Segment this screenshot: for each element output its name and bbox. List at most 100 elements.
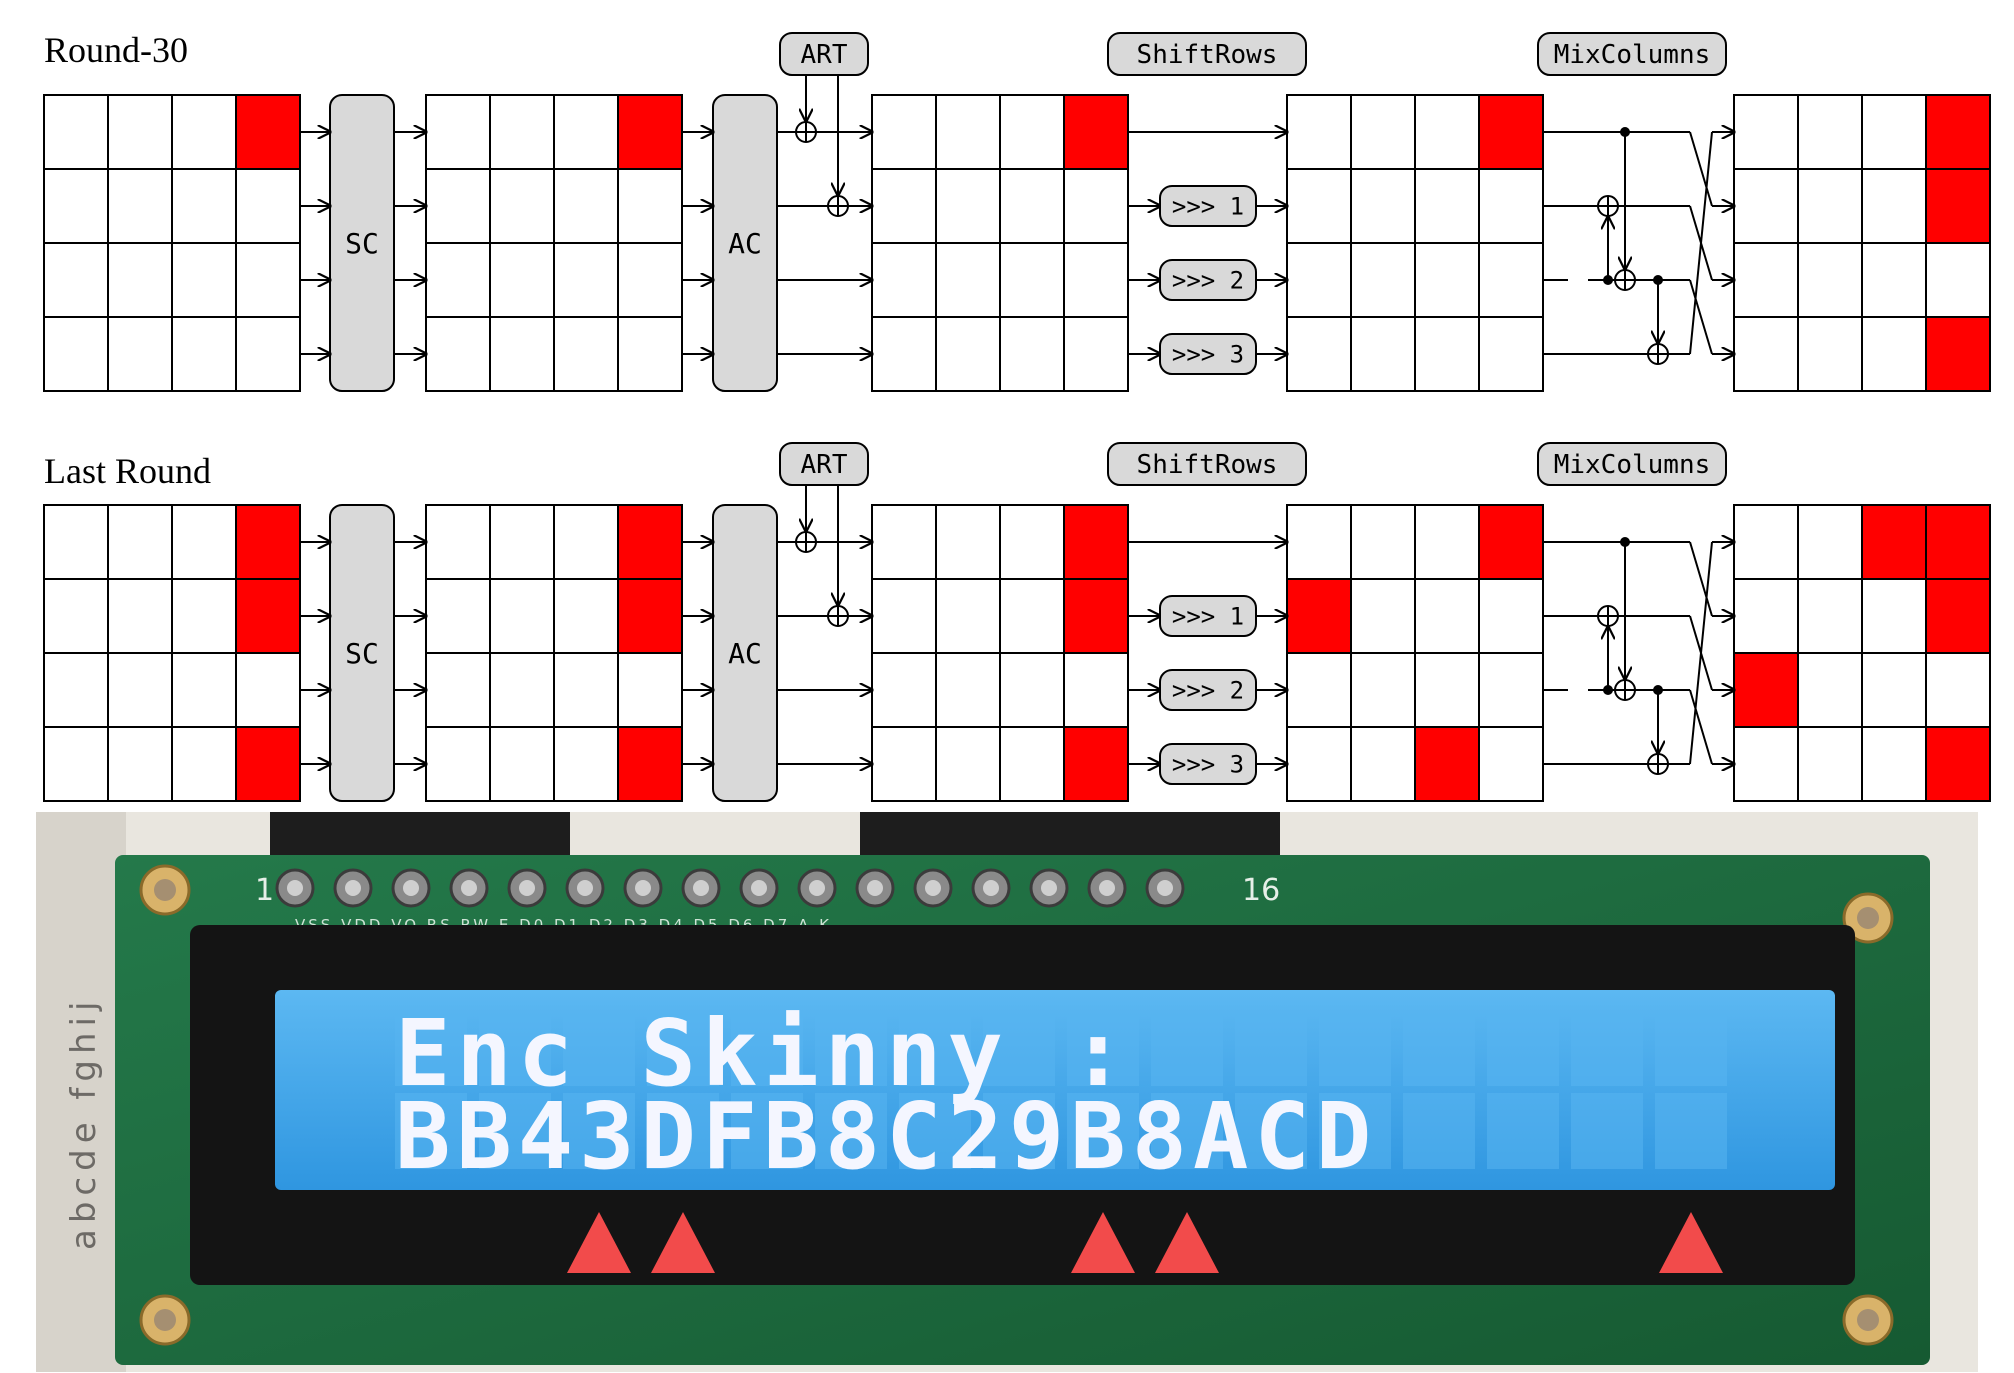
lcd-cell [1655,1093,1727,1169]
state-cell [1797,242,1863,318]
state-cell [43,316,109,392]
state-cell [1733,94,1799,170]
lcd-cell [1235,1093,1307,1169]
state-cell [1286,504,1352,580]
state-cell [1414,652,1480,728]
state-cell [935,652,1001,728]
state-cell [43,726,109,802]
lcd-cell [1067,1093,1139,1169]
state-cell [171,168,237,244]
state-cell [1861,578,1927,654]
state-cell-active [1286,578,1352,654]
state-cell [1350,726,1416,802]
shiftrows-box [1107,442,1307,486]
lcd-cell [731,1093,803,1169]
state-cell [1478,168,1544,244]
state-cell [107,168,173,244]
state-cell [553,316,619,392]
lcd-photo: abcde fghij 1 16 VSS VDD VO RS RW E D0 D… [36,812,1978,1372]
lcd-cell [1571,1093,1643,1169]
state-cell-active [1478,94,1544,170]
state-cell [1286,652,1352,728]
header-pin-solder [635,880,651,896]
state-cell [1861,726,1927,802]
state-cell [999,504,1065,580]
state-cell [1414,316,1480,392]
lcd-cell [479,1093,551,1169]
rotate-box-label: >>> 1 [1172,192,1244,220]
state-cell [489,316,555,392]
state-cell [107,316,173,392]
state-cell [235,168,301,244]
state-cell [235,652,301,728]
state-cell [1063,316,1129,392]
state-cell [935,316,1001,392]
state-cell [999,316,1065,392]
state-cell [425,168,491,244]
state-cell [425,652,491,728]
rotate-box-label: >>> 1 [1172,602,1244,630]
state-cell [1797,168,1863,244]
state-cell [1414,504,1480,580]
highlight-marker [1071,1212,1135,1273]
state-cell-active [1063,504,1129,580]
rotate-box-label: >>> 3 [1172,340,1244,368]
lcd-cell [479,1010,551,1086]
wire [1689,689,1713,765]
lcd-cell [983,1093,1055,1169]
lcd-cell [563,1093,635,1169]
state-cell-active [1925,168,1991,244]
state-cell [999,242,1065,318]
state-cell [553,504,619,580]
state-cell [1063,652,1129,728]
art-box [779,32,869,76]
state-cell-active [1861,504,1927,580]
state-cell [871,168,937,244]
header-pin-solder [1157,880,1173,896]
state-cell [107,504,173,580]
rotate-box-label: >>> 2 [1172,676,1244,704]
state-cell [1797,94,1863,170]
state-cell-active [1063,578,1129,654]
state-cell [1861,242,1927,318]
mixcolumns-box-label: MixColumns [1554,450,1711,480]
state-cell [1925,242,1991,318]
shiftrows-box-label: ShiftRows [1137,450,1278,480]
state-cell [1733,504,1799,580]
lcd-cell [1487,1093,1559,1169]
state-cell [1350,652,1416,728]
state-cell [1733,726,1799,802]
state-cell [1861,94,1927,170]
mixcolumns-box [1537,32,1727,76]
state-cell [1925,652,1991,728]
state-cell [425,578,491,654]
state-cell [871,578,937,654]
state-cell [935,168,1001,244]
pin-header [275,868,1185,908]
state-cell [107,242,173,318]
header-pin-solder [867,880,883,896]
state-cell [1350,504,1416,580]
state-cell [1797,504,1863,580]
header-pin-solder [809,880,825,896]
header-pin-solder [1041,880,1057,896]
lcd-cell [731,1010,803,1086]
wire [1689,131,1713,355]
state-cell [489,168,555,244]
lcd-cell [899,1093,971,1169]
header-pin-solder [403,880,419,896]
highlight-marker [567,1212,631,1273]
ac-box-label: AC [728,637,762,670]
lcd-cell [815,1010,887,1086]
state-cell [935,242,1001,318]
header-pin-solder [345,880,361,896]
state-cell [871,652,937,728]
header-pin-solder [693,880,709,896]
state-cell [999,652,1065,728]
state-cell [43,504,109,580]
state-cell [107,652,173,728]
lcd-cell [395,1093,467,1169]
state-cell [1414,168,1480,244]
state-cell [1797,316,1863,392]
